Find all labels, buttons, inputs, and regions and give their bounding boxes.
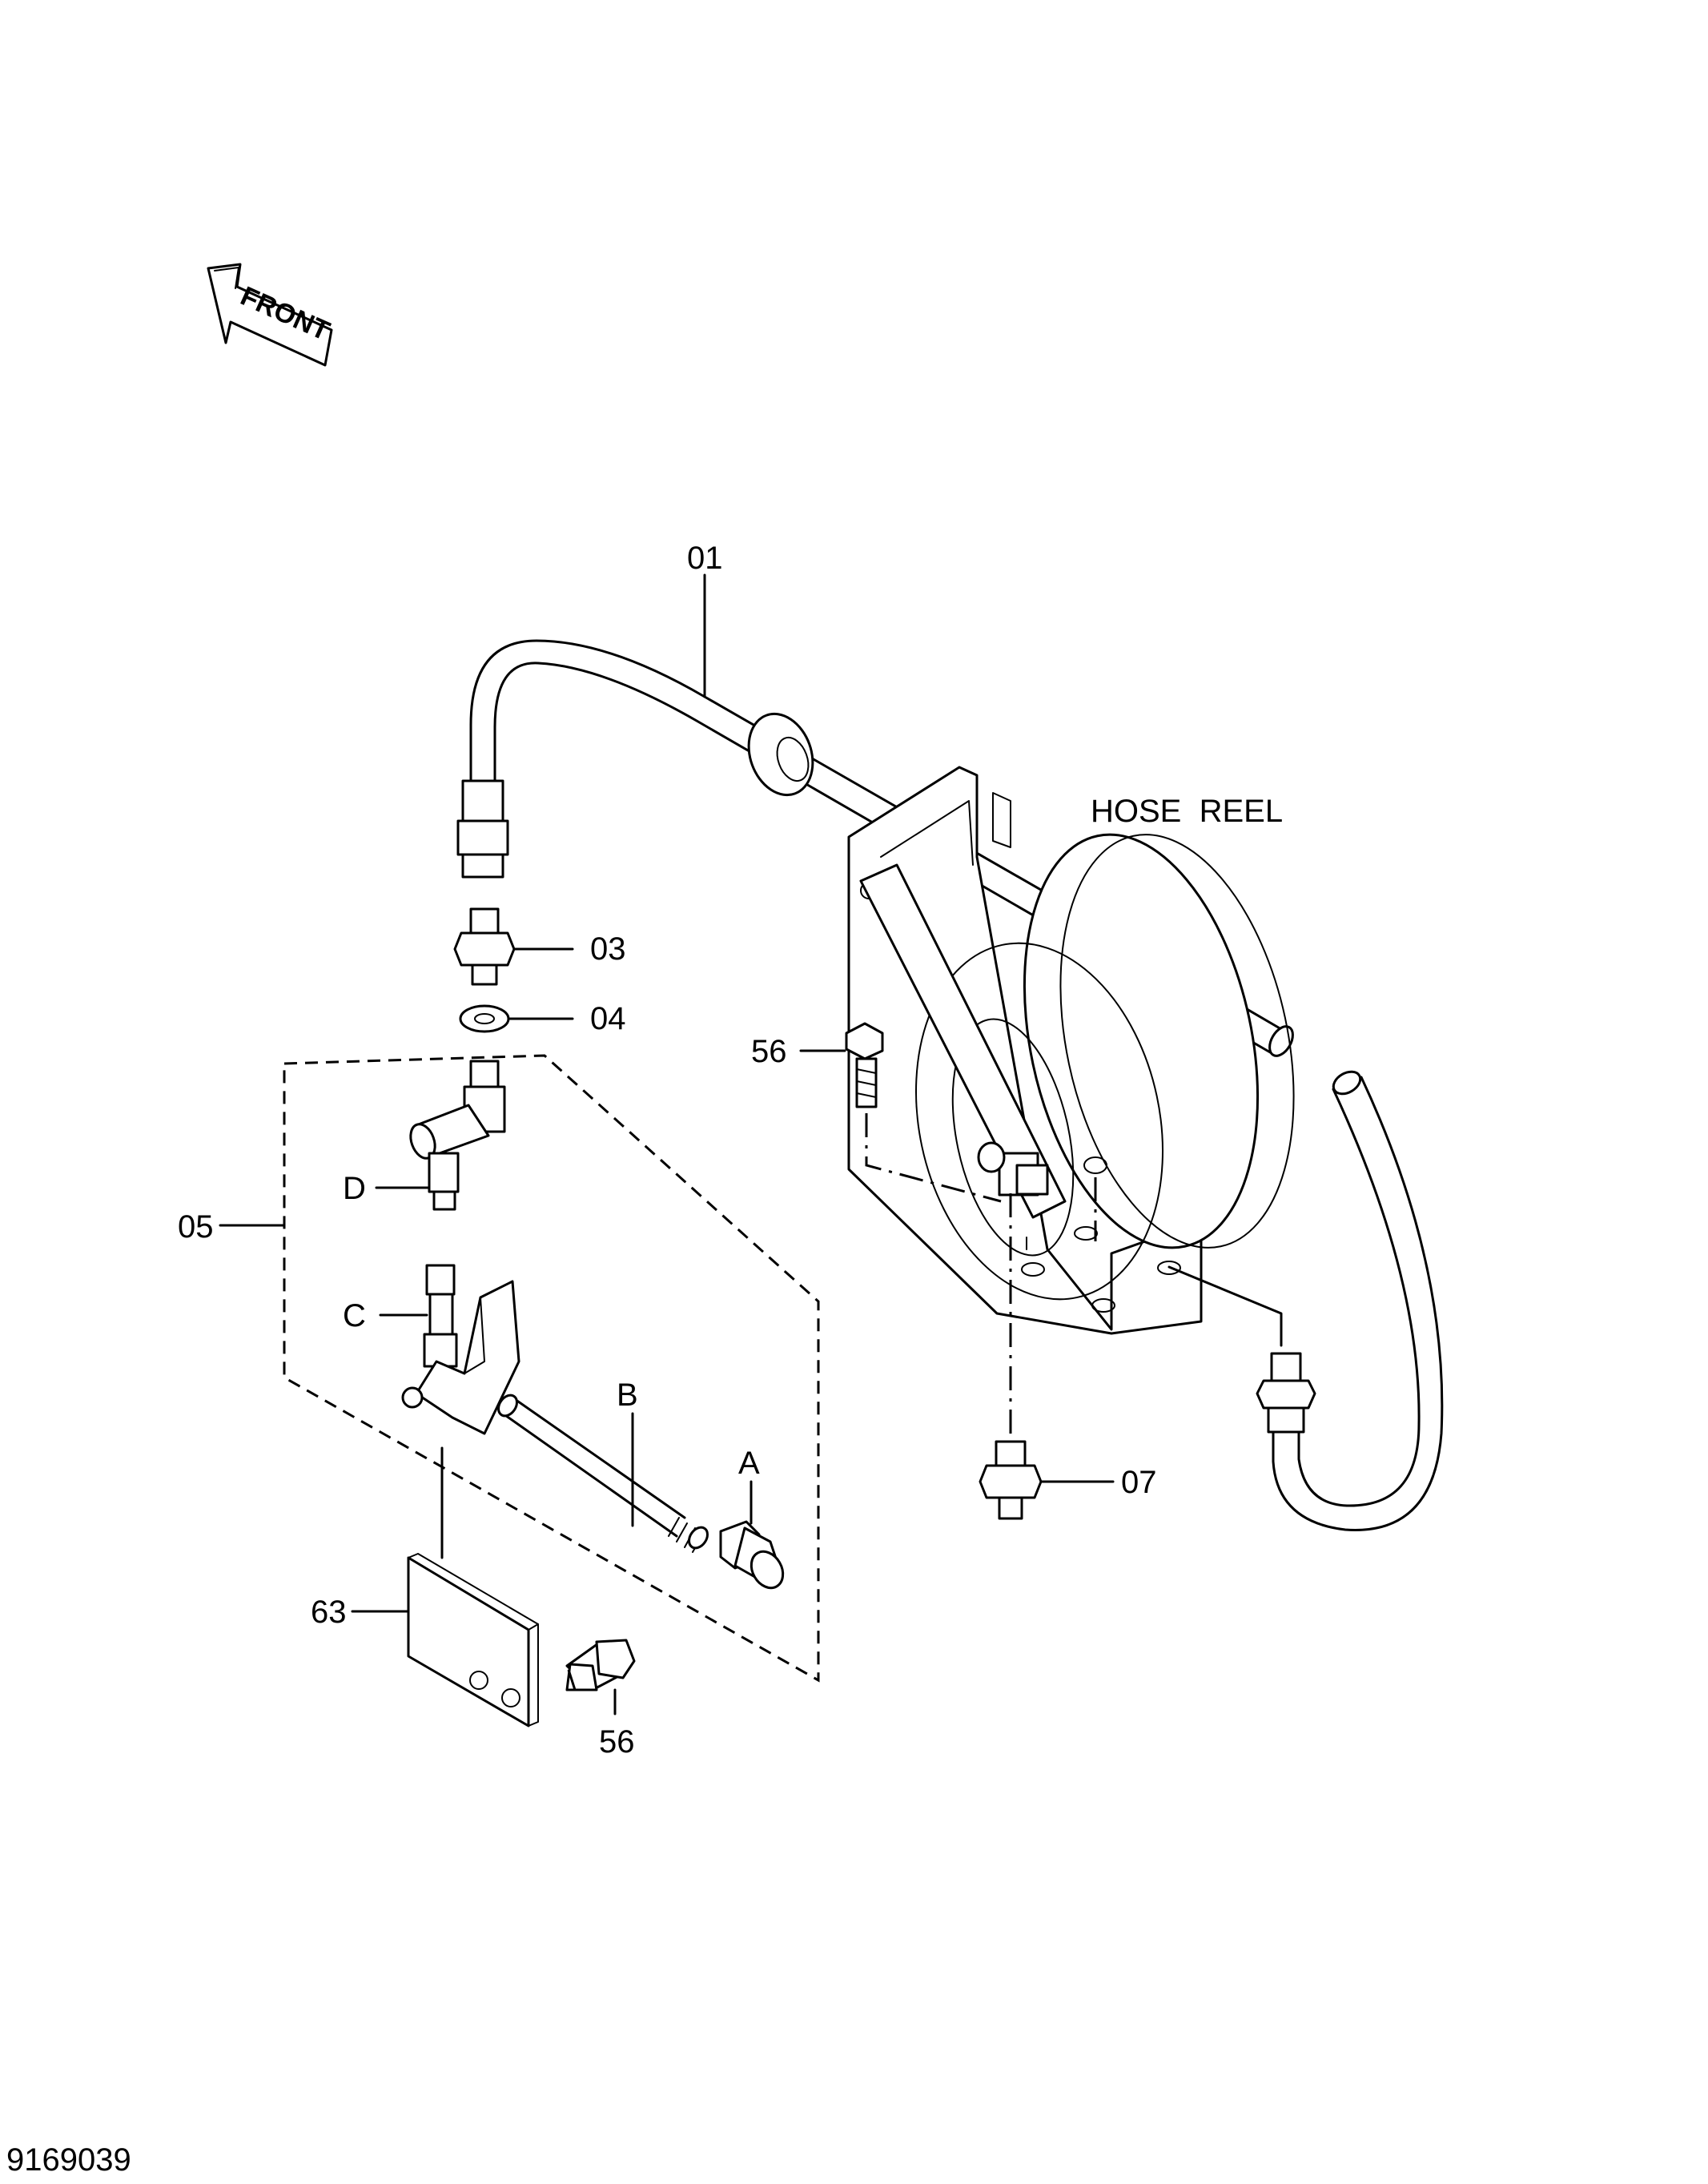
- callout-03: 03: [590, 931, 626, 967]
- part-56-bolt-upper: [845, 1022, 884, 1108]
- part-56-bolt-lower: [565, 1639, 636, 1691]
- callout-01: 01: [687, 541, 723, 576]
- callout-c: C: [343, 1298, 366, 1333]
- hose-reel: [847, 766, 1295, 1335]
- part-07-fitting: [979, 1440, 1043, 1520]
- part-04-washer: [459, 1004, 510, 1033]
- callout-a: A: [738, 1446, 760, 1481]
- part-a-plug: [719, 1520, 785, 1590]
- callout-56-lower: 56: [599, 1724, 635, 1760]
- callout-leaders: [219, 573, 1115, 1715]
- callout-d: D: [343, 1171, 366, 1206]
- callout-05: 05: [178, 1209, 214, 1245]
- callout-07: 07: [1121, 1465, 1157, 1500]
- part-03-fitting: [453, 907, 516, 986]
- callout-04: 04: [590, 1001, 626, 1036]
- lower-hose: [1256, 1070, 1444, 1531]
- part-c-coupler: [423, 1264, 458, 1368]
- part-d-elbow: [409, 1060, 506, 1211]
- part-b-tube: [497, 1394, 709, 1553]
- mounting-bracket: [401, 1280, 520, 1435]
- callout-56-upper: 56: [751, 1034, 787, 1069]
- figure-number: 9169039: [6, 2142, 131, 2178]
- front-arrow: FRONT: [207, 263, 334, 367]
- callout-63: 63: [311, 1595, 347, 1630]
- bolt-alignment-line: [865, 1113, 1002, 1203]
- callout-b: B: [617, 1378, 638, 1413]
- lower-hose-leader: [1167, 1265, 1283, 1347]
- assembly-05-boundary: [283, 1054, 820, 1683]
- part-63-plate: [407, 1553, 539, 1727]
- assembly-label: HOSE REEL: [1091, 794, 1283, 829]
